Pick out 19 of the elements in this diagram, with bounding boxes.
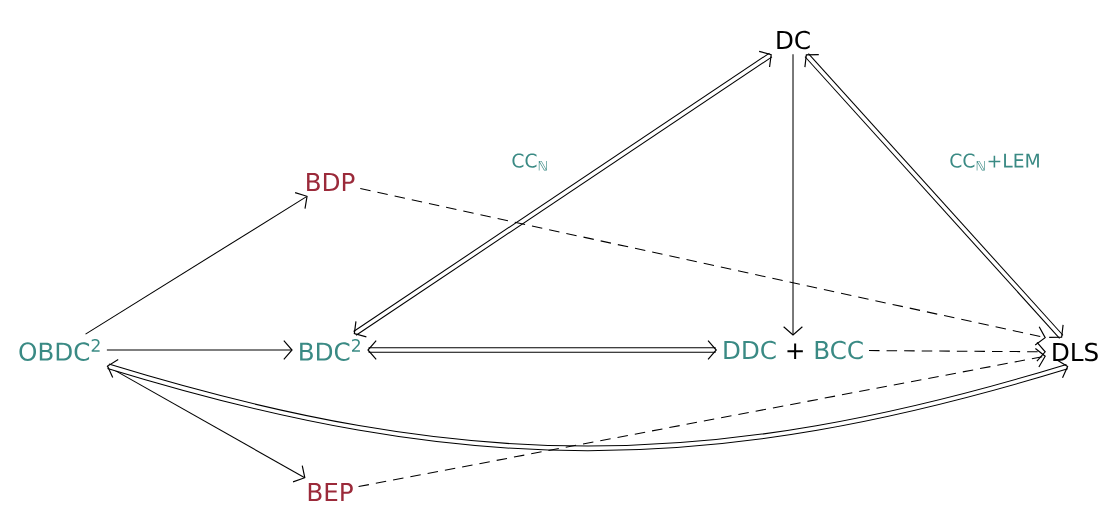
arrow: [783, 53, 803, 336]
edge-label: CC$_{ℕ}$+LEM: [946, 151, 1044, 173]
dashed-arrow: [359, 188, 1046, 346]
node-label: OBDC$^{2}$: [19, 339, 100, 361]
arrow: [106, 340, 293, 360]
double-arrow: [367, 340, 718, 360]
node-label: DDC + BCC: [724, 340, 863, 360]
node-label: DC: [777, 30, 810, 50]
double-arrow: [106, 358, 1069, 452]
node-label: BDP: [307, 173, 355, 191]
edge-label: CC$_{ℕ}$: [509, 151, 551, 173]
double-arrow: [353, 50, 773, 338]
node-label: BEP: [308, 483, 353, 501]
node-label: DLS: [1053, 342, 1098, 362]
double-arrow: [804, 53, 1064, 339]
dashed-arrow: [868, 341, 1046, 362]
node-label: BDC$^{2}$: [300, 339, 360, 361]
arrow: [85, 192, 308, 335]
dashed-arrow: [358, 347, 1046, 488]
